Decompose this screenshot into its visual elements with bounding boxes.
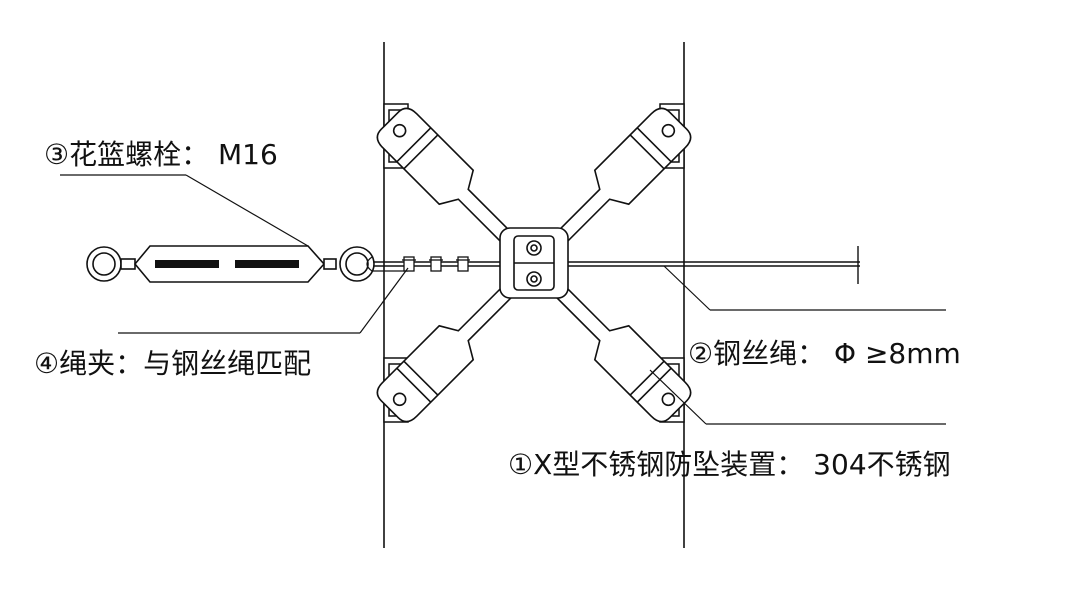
x-arm-top-left	[376, 107, 512, 243]
x-device-label: ①X型不锈钢防坠装置： 304不锈钢	[508, 448, 951, 481]
wire-rope-label: ②钢丝绳： Φ ≥8mm	[688, 337, 961, 370]
rope-clips	[366, 256, 470, 272]
x-device	[376, 107, 692, 423]
wire-rope	[372, 246, 860, 284]
center-clamp	[499, 227, 569, 299]
turnbuckle-label: ③花篮螺栓： M16	[44, 138, 278, 171]
turnbuckle	[86, 245, 375, 283]
leader-lines	[60, 174, 946, 425]
rope-clip-label: ④绳夹：与钢丝绳匹配	[34, 347, 311, 380]
x-arm-bottom-right	[556, 287, 692, 423]
x-arm-top-right	[556, 107, 692, 243]
turnbuckle-slots	[155, 260, 299, 268]
x-arm-bottom-left	[376, 287, 512, 423]
